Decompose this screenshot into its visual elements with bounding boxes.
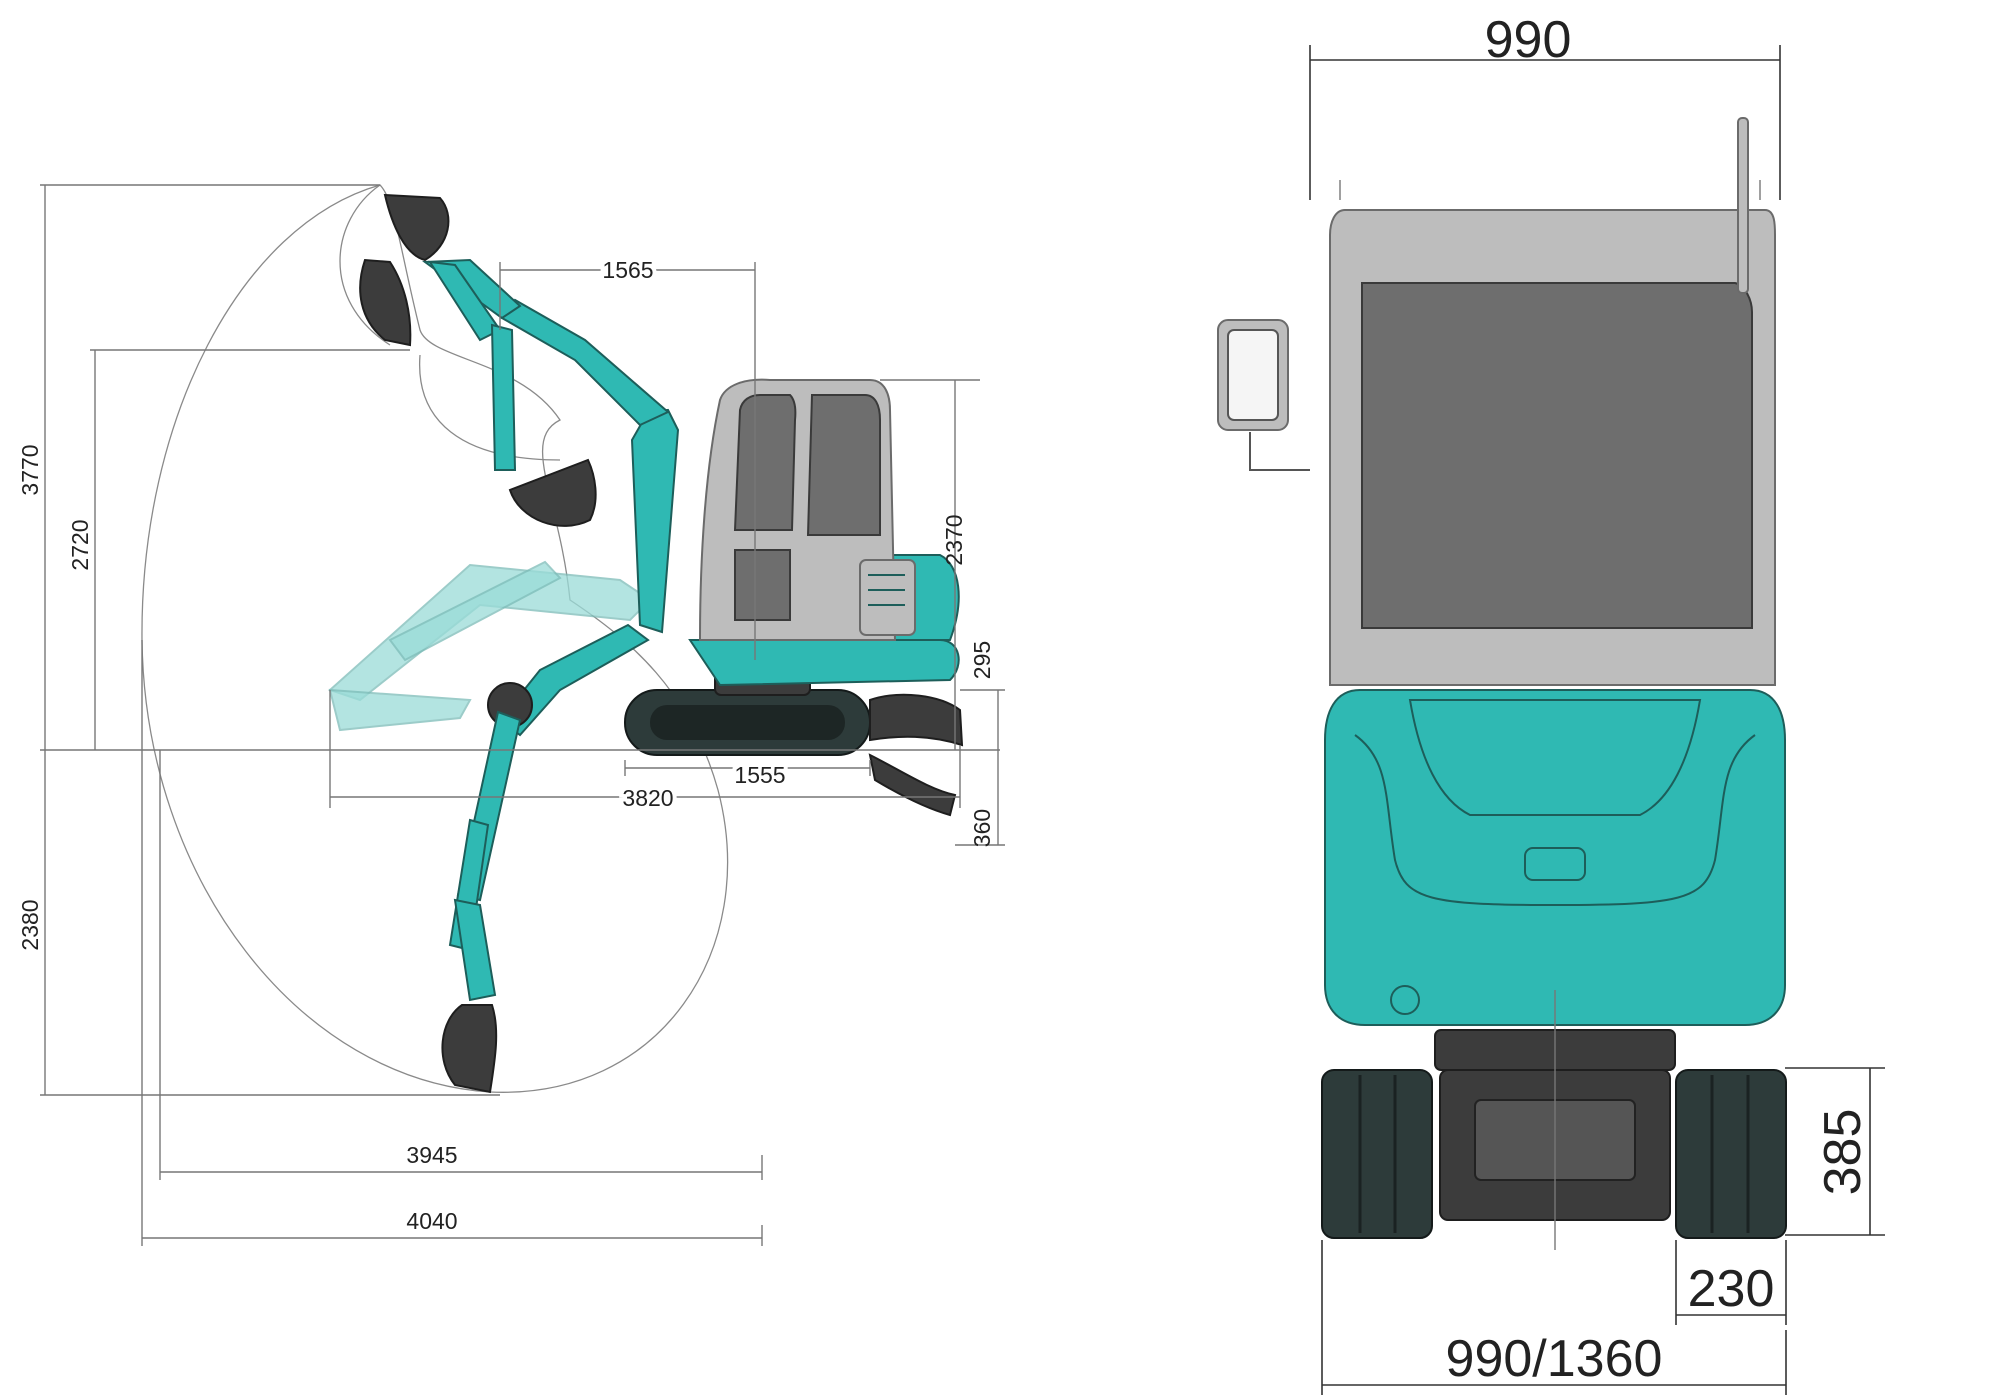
ghost-boom [328, 560, 652, 732]
cab-door-lower [734, 549, 791, 621]
bucket-arc [339, 184, 391, 346]
dim-360: 360 [955, 750, 1005, 847]
dim-230: 230 [1675, 1240, 1787, 1325]
rear-light [1390, 985, 1420, 1015]
dozer-blade-lowered [868, 753, 957, 817]
dim-2370-label: 2370 [941, 514, 967, 565]
upper-boom [359, 193, 680, 634]
dim-3770-label: 3770 [17, 444, 43, 495]
dim-1555-label: 1555 [734, 762, 785, 788]
dim-3770: 3770 [17, 184, 380, 750]
arm-arc [418, 354, 561, 461]
rear-track-right [1675, 1069, 1787, 1239]
upper-bucket-top [383, 193, 450, 262]
dim-4040: 4040 [141, 640, 763, 1246]
dim-385: 385 [1785, 1067, 1885, 1236]
dim-1565: 1565 [499, 253, 756, 660]
dim-3820: 3820 [329, 690, 961, 815]
dim-2370: 2370 [880, 379, 980, 750]
upper-bucket-mid [508, 458, 597, 527]
cab-front-window [733, 394, 797, 531]
upper-bucket-curl [359, 258, 412, 347]
lower-boom [441, 623, 650, 1094]
dim-3945-label: 3945 [406, 1142, 457, 1168]
dim-2380: 2380 [17, 750, 500, 1096]
rear-view: 990 385 230 990/1360 [1217, 11, 1885, 1395]
dim-385-label: 385 [1814, 1109, 1872, 1196]
upper-structure [688, 639, 960, 687]
side-mirror [1217, 319, 1310, 471]
dim-1555: 1555 [624, 758, 871, 792]
dim-990-top: 990 [1309, 11, 1781, 200]
antenna [1737, 117, 1749, 294]
dim-295: 295 [960, 641, 1005, 750]
dim-990-1360: 990/1360 [1321, 1240, 1787, 1395]
dim-2720-label: 2720 [67, 519, 93, 570]
dim-1565-label: 1565 [602, 257, 653, 283]
side-view: 3770 2720 2380 2370 295 360 [17, 184, 1005, 1246]
dim-3820-label: 3820 [622, 785, 673, 811]
rear-handle [1524, 847, 1586, 881]
dim-2720: 2720 [67, 349, 410, 750]
dim-360-label: 360 [969, 809, 995, 847]
dim-4040-label: 4040 [406, 1208, 457, 1234]
dim-3945: 3945 [159, 750, 763, 1180]
dim-990-1360-label: 990/1360 [1446, 1330, 1663, 1388]
lower-bucket [441, 1004, 498, 1094]
dim-295-label: 295 [969, 641, 995, 679]
cab-side-window [806, 394, 881, 536]
dozer-blade [869, 693, 964, 747]
rear-window [1361, 282, 1753, 629]
machine-body [624, 378, 964, 817]
dim-2380-label: 2380 [17, 899, 43, 950]
dim-990-top-label: 990 [1485, 11, 1572, 69]
dim-230-label: 230 [1688, 1260, 1775, 1318]
rear-track-left [1321, 1069, 1433, 1239]
